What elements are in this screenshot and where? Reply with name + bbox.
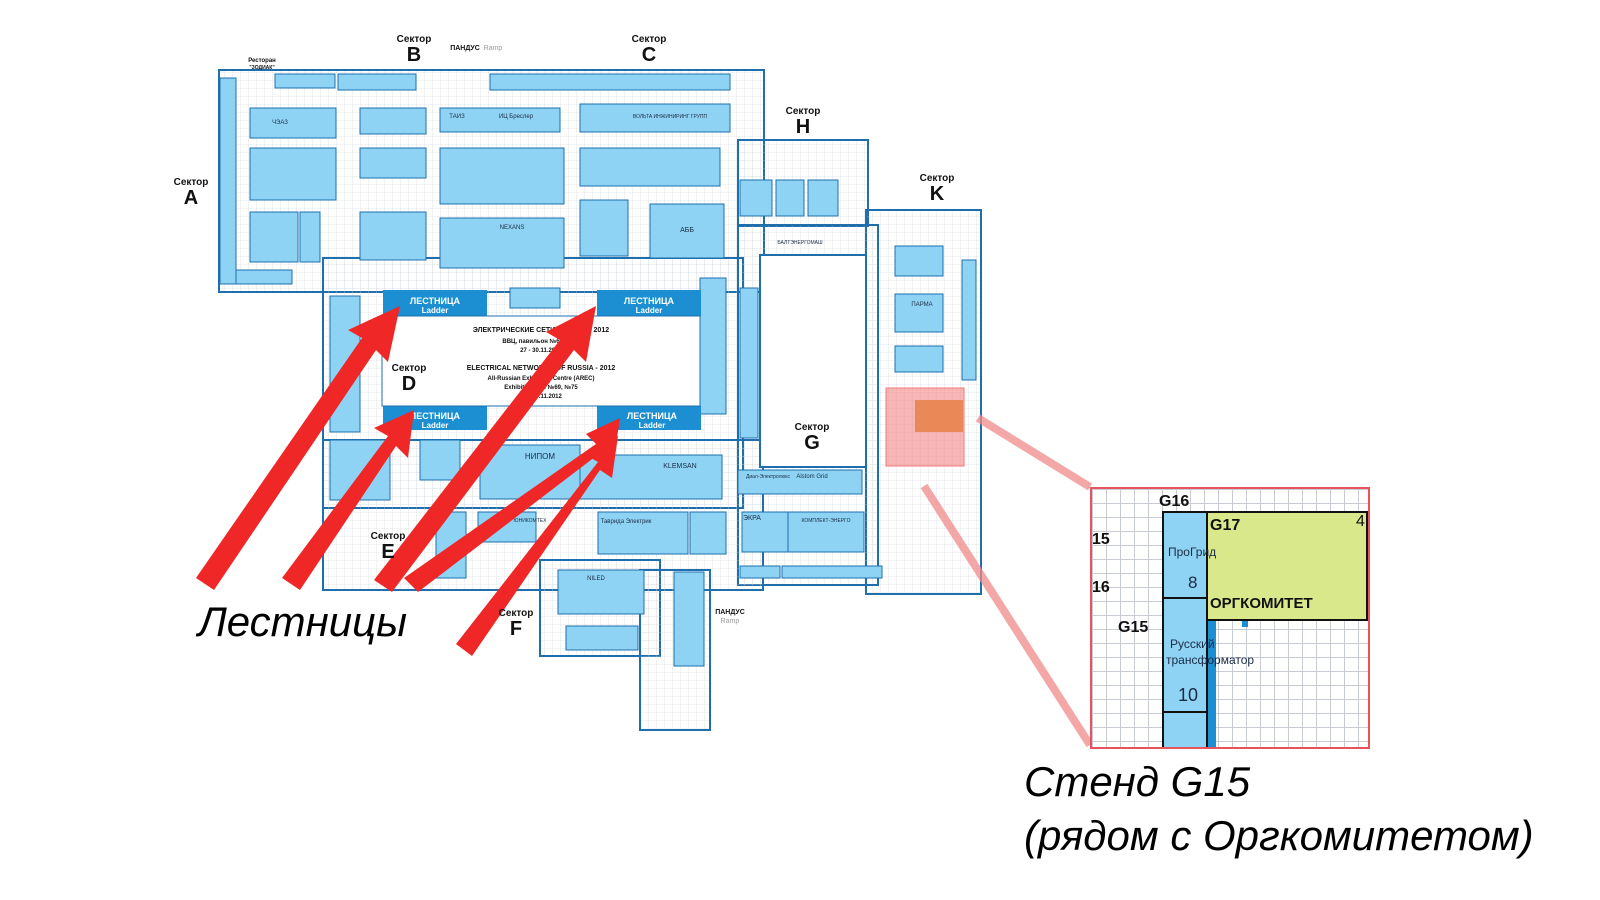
stand-abb: АББ [680,227,694,234]
sector-k-prefix: Сектор [919,173,955,184]
sector-h-prefix: Сектор [785,106,821,117]
stand-alstom: Alstom Grid [796,474,827,480]
ramp-2-ru: ПАНДУС [715,609,745,616]
sector-a-prefix: Сектор [173,177,209,188]
sector-h-letter: H [795,116,811,138]
sector-c-prefix: Сектор [631,34,667,45]
sector-b-label: Сектор B [391,34,437,65]
sector-g-label: Сектор G [789,422,835,453]
restaurant-line-2: "ЗОДИАК" [249,65,275,71]
sector-a-label: Сектор A [168,177,214,208]
zoom-rus-line-2: трансформатор [1166,653,1255,667]
zoom-left-16: 16 [1092,579,1110,596]
banner-line-7: 27 - 30.11.2012 [520,394,562,400]
sector-h-label: Сектор H [780,106,826,137]
stand-taiz: ТАИЗ [449,114,465,120]
stand-caption-line-1: Стенд G15 [1024,758,1251,805]
zoom-g16-divider [1162,597,1208,599]
stand-parma: ПАРМА [911,302,932,308]
zoom-g16-label: G16 [1159,493,1190,510]
ladder-2-ru: ЛЕСТНИЦА [624,296,675,306]
zoom-g16-column [1162,511,1208,747]
stand-dial: Диал-Электролюкс [746,474,791,480]
sector-d-prefix: Сектор [391,363,427,374]
ladder-1-ru: ЛЕСТНИЦА [410,296,461,306]
stands-layer [219,73,977,667]
zoom-rus-num: 10 [1178,685,1199,705]
ladder-labels: ЛЕСТНИЦА Ladder ЛЕСТНИЦА Ladder ЛЕСТНИЦА… [410,296,678,430]
sector-a-letter: A [183,187,199,209]
ramp-1-ru: ПАНДУС [450,45,480,52]
zoom-rus-line-1: Русский [1170,637,1215,651]
stand-volta: ВОЛЬТА ИНЖИНИРИНГ ГРУПП [633,114,708,120]
sector-g-prefix: Сектор [794,422,830,433]
stand-tavrida: Таврида Электрик [601,519,652,525]
stand-unkomtex: ЮНИКОМТЕХ [514,518,548,524]
sector-k-label: Сектор K [914,173,960,204]
ladder-3-en: Ladder [422,421,449,430]
zoom-progrid-num: 8 [1188,573,1198,592]
misc-labels: Ресторан "ЗОДИАК" ПАНДУС Ramp ПАНДУС Ram… [248,45,745,625]
stand-chza: ЧЭАЗ [272,120,288,126]
ramp-2-en: Ramp [721,618,740,625]
banner-line-1: ЭЛЕКТРИЧЕСКИЕ СЕТИ РОССИИ - 2012 [473,327,609,334]
sector-d-label: Сектор D [386,363,432,394]
restaurant-line-1: Ресторан [248,58,276,64]
zoom-progrid-label: ПроГрид [1168,545,1217,559]
ladder-arrows [196,306,620,656]
sector-c-letter: C [641,44,657,66]
ladder-1-en: Ladder [422,306,449,315]
ramp-1-en: Ramp [484,45,503,52]
zoom-orgcom-label: ОРГКОМИТЕТ [1210,595,1313,612]
stand-nipom: НИПОМ [525,452,556,461]
zoom-left-15: 15 [1092,531,1110,548]
g15-highlight [885,387,1094,748]
stand-ic: ИЦ Бреслер [499,114,534,120]
sector-k-letter: K [929,183,945,205]
stand-ekra: ЭКРА [743,515,761,522]
sector-d-letter: D [401,373,417,395]
zoom-orgcom-stand [1206,511,1368,621]
banner-line-2: ВВЦ, павильон №69, №75 [502,338,580,345]
zoom-blue-dot [1242,619,1248,627]
stand-balt: БАЛТЭНЕРГОМАШ [777,240,823,246]
sector-e-prefix: Сектор [370,531,406,542]
ladder-4-en: Ladder [639,421,666,430]
sector-e-label: Сектор E [365,531,411,562]
ladders-caption: Лестницы [198,598,408,645]
ladder-2-en: Ladder [636,306,663,315]
stand-labels: НИПОМ KLEMSAN АББ ЭКРА Alstom Grid БАЛТЭ… [272,114,933,582]
ladder-4-ru: ЛЕСТНИЦА [627,411,678,421]
zoom-g15-divider [1162,711,1208,713]
stand-klemsan: KLEMSAN [663,463,696,470]
zoom-blue-strip [1208,619,1216,747]
stand-caption-line-2: (рядом с Оргкомитетом) [1024,812,1534,859]
zoom-g17-label: G17 [1210,517,1241,534]
sector-f-label: Сектор F [493,608,539,639]
stand-nexans: NEXANS [500,225,525,231]
sector-g-letter: G [804,432,820,454]
zoom-orgcom-num: 4 [1356,513,1365,530]
sector-f-letter: F [509,618,523,640]
stand-niled: NILED [587,576,605,582]
stand-komplekt: КОМПЛЕКТ-ЭНЕРГО [802,518,851,524]
banner-line-3: 27 - 30.11.2012 [520,348,562,354]
sector-c-label: Сектор C [626,34,672,65]
sector-b-prefix: Сектор [396,34,432,45]
sector-e-letter: E [381,541,395,563]
sector-b-letter: B [406,44,422,66]
zoom-inset-g15: G16 G17 4 ОРГКОМИТЕТ G15 15 16 ПроГрид 8… [1090,487,1370,749]
sector-f-prefix: Сектор [498,608,534,619]
ladder-3-ru: ЛЕСТНИЦА [410,411,461,421]
zoom-g15-label: G15 [1118,619,1149,636]
